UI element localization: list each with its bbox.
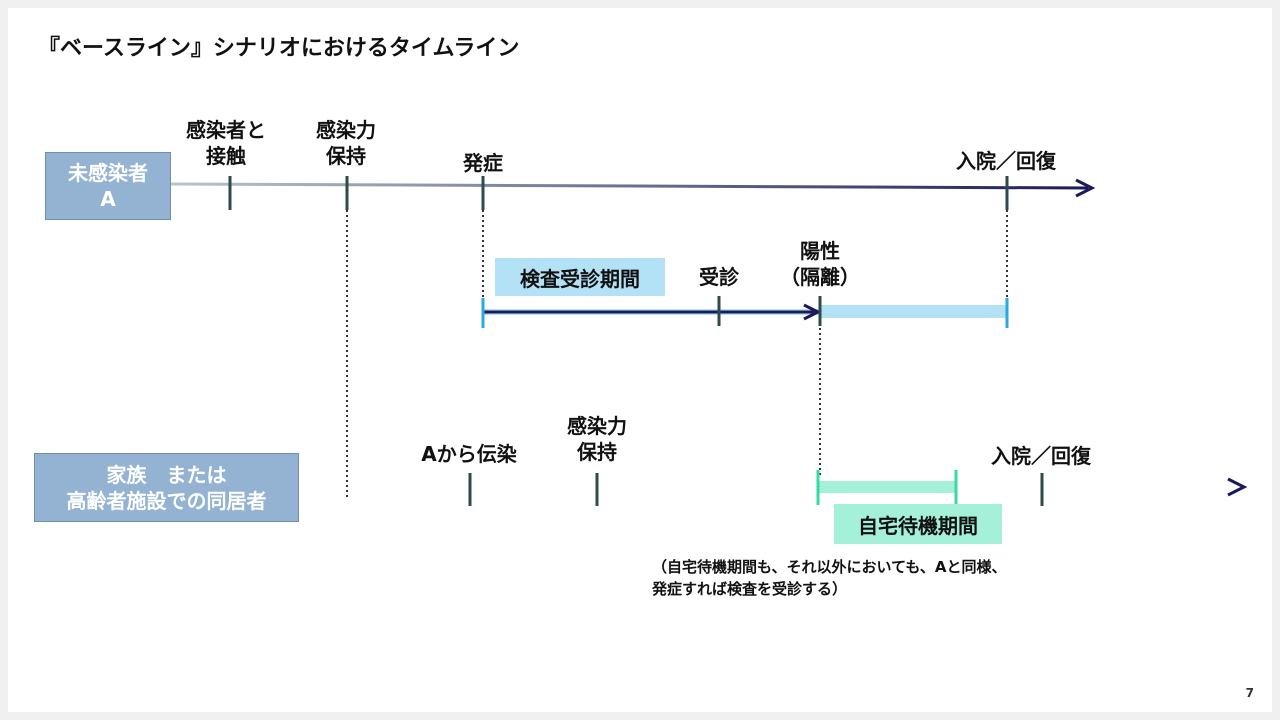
timeline-a-axis xyxy=(169,182,1089,190)
testing-period-arrowhead xyxy=(803,303,822,321)
page-number: 7 xyxy=(1245,686,1254,700)
visit-label: 受診 xyxy=(699,265,739,289)
testing-period-label: 検査受診期間 xyxy=(495,258,665,296)
event-infectious-label: 感染力 保持 xyxy=(316,118,376,168)
event-infection-from-a-label: Aから伝染 xyxy=(421,442,517,466)
event-contact-label: 感染者と 接触 xyxy=(186,118,266,168)
timeline-a-arrowhead xyxy=(1075,178,1096,198)
event-hospitalization-label: 入院／回復 xyxy=(956,149,1056,173)
timeline-family-arrowhead xyxy=(1227,477,1248,497)
event-onset-label: 発症 xyxy=(463,151,503,175)
footnote: （自宅待機期間も、それ以外においても、Aと同様、 発症すれば検査を受診する） xyxy=(652,558,1007,598)
home-wait-period-bar xyxy=(818,481,956,493)
event-family-infectious-label: 感染力 保持 xyxy=(567,414,627,464)
event-family-hospitalization-label: 入院／回復 xyxy=(991,444,1091,468)
home-wait-period-label: 自宅待機期間 xyxy=(834,504,1002,544)
slide xyxy=(8,8,1272,712)
positive-isolation-label: 陽性 （隔離） xyxy=(780,239,860,289)
person-a-box: 未感染者 A xyxy=(45,152,171,220)
family-box: 家族 または 高齢者施設での同居者 xyxy=(34,453,299,522)
isolation-period-bar xyxy=(820,305,1007,318)
page-title: 『ベースライン』シナリオにおけるタイムライン xyxy=(38,36,520,61)
